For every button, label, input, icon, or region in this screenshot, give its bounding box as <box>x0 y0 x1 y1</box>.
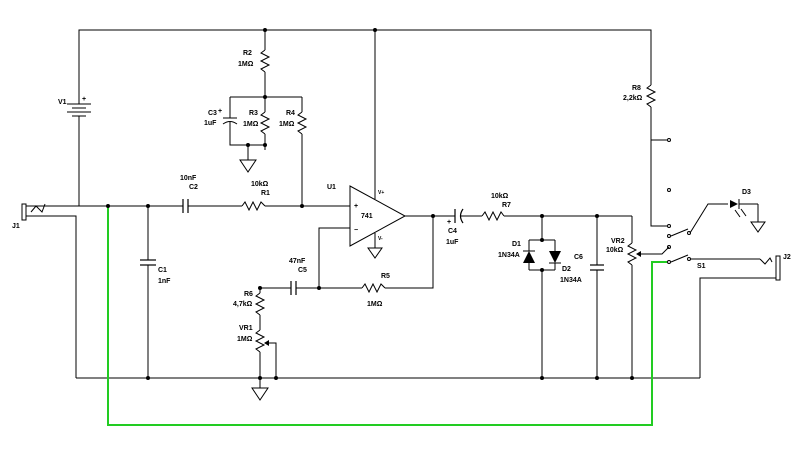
ground-led-icon <box>750 221 766 233</box>
bias-network: R2 1MΩ C3 + 1uF R3 1MΩ R4 1MΩ <box>204 28 308 204</box>
d2-value: 1N34A <box>560 277 582 284</box>
ground-rail <box>76 376 700 380</box>
top-supply-rail <box>78 29 652 100</box>
resistor-r3 <box>259 111 271 135</box>
r6-label: R6 <box>244 291 253 298</box>
led-d3 <box>730 200 738 208</box>
r2-label: R2 <box>243 50 252 57</box>
potentiometer-vr2 <box>626 242 638 266</box>
resistor-r5 <box>361 282 386 294</box>
feedback-network: 47nF C5 R5 1MΩ <box>260 214 435 308</box>
r3-value: 1MΩ <box>243 121 259 128</box>
c2-label: C2 <box>189 184 198 191</box>
r5-value: 1MΩ <box>367 301 383 308</box>
c4-plus: + <box>447 219 451 226</box>
d1-label: D1 <box>512 241 521 248</box>
c5-label: C5 <box>298 267 307 274</box>
c3-label: C3 <box>208 110 217 117</box>
u1-value: 741 <box>361 213 373 220</box>
capacitor-c3 <box>222 121 238 125</box>
input-jack-j1: J1 <box>12 203 108 378</box>
s1-label: S1 <box>697 263 706 270</box>
c1-value: 1nF <box>158 278 171 285</box>
diode-d1 <box>523 251 535 263</box>
d1-value: 1N34A <box>498 252 520 259</box>
resistor-r4 <box>296 111 308 135</box>
resistor-r1 <box>241 200 266 212</box>
clipping-stage: C4 + 1uF 10kΩ R7 D1 1N34A D2 1N34A C6 <box>446 193 670 378</box>
ground-opamp-icon <box>367 247 383 259</box>
u1-label: U1 <box>327 184 336 191</box>
vr2-value: 10kΩ <box>606 247 624 254</box>
vr1-value: 1MΩ <box>237 336 253 343</box>
gain-pot-network: R6 4,7kΩ VR1 1MΩ <box>233 286 278 401</box>
potentiometer-vr1 <box>254 329 266 353</box>
c4-label: C4 <box>448 228 457 235</box>
bypass-switch-section: D3 J2 S1 R8 2,2kΩ <box>623 84 791 378</box>
r8-value: 2,2kΩ <box>623 95 643 102</box>
r1-label: R1 <box>261 190 270 197</box>
c4-value: 1uF <box>446 239 459 246</box>
c1-label: C1 <box>158 267 167 274</box>
bypass-wire-highlight <box>106 204 667 426</box>
vplus-label: V+ <box>378 190 384 196</box>
j2-label: J2 <box>783 254 791 261</box>
v1-plus: + <box>82 96 86 103</box>
c3-value: 1uF <box>204 120 217 127</box>
c6-label: C6 <box>574 254 583 261</box>
r4-value: 1MΩ <box>279 121 295 128</box>
c5-value: 47nF <box>289 258 306 265</box>
resistor-r2 <box>259 49 271 73</box>
vr1-label: VR1 <box>239 325 253 332</box>
j1-label: J1 <box>12 223 20 230</box>
d2-label: D2 <box>562 266 571 273</box>
resistor-r6 <box>254 292 266 316</box>
input-network: 10nF C2 10kΩ R1 C1 1nF <box>108 175 350 378</box>
resistor-r8 <box>645 84 657 108</box>
r5-label: R5 <box>381 273 390 280</box>
vr2-label: VR2 <box>611 238 625 245</box>
opamp-u1: U1 741 + − V+ V- <box>318 28 455 288</box>
resistor-r7 <box>481 210 505 222</box>
opamp-inverting-sign: − <box>354 227 358 234</box>
r2-value: 1MΩ <box>238 61 254 68</box>
c3-plus: + <box>218 108 222 115</box>
r4-label: R4 <box>286 110 295 117</box>
c2-value: 10nF <box>180 175 197 182</box>
diode-d2 <box>549 251 561 263</box>
v1-label: V1 <box>58 99 67 106</box>
ground-bias-icon <box>239 159 257 173</box>
opamp-noninverting-sign: + <box>354 203 358 210</box>
d3-label: D3 <box>742 189 751 196</box>
ground-vr1-icon <box>251 387 269 401</box>
r8-label: R8 <box>632 85 641 92</box>
r6-value: 4,7kΩ <box>233 301 253 308</box>
r3-label: R3 <box>249 110 258 117</box>
r1-value: 10kΩ <box>251 181 269 188</box>
r7-value: 10kΩ <box>491 193 509 200</box>
vminus-label: V- <box>378 236 383 242</box>
r7-label: R7 <box>502 202 511 209</box>
battery-v1: V1 + <box>58 96 91 200</box>
